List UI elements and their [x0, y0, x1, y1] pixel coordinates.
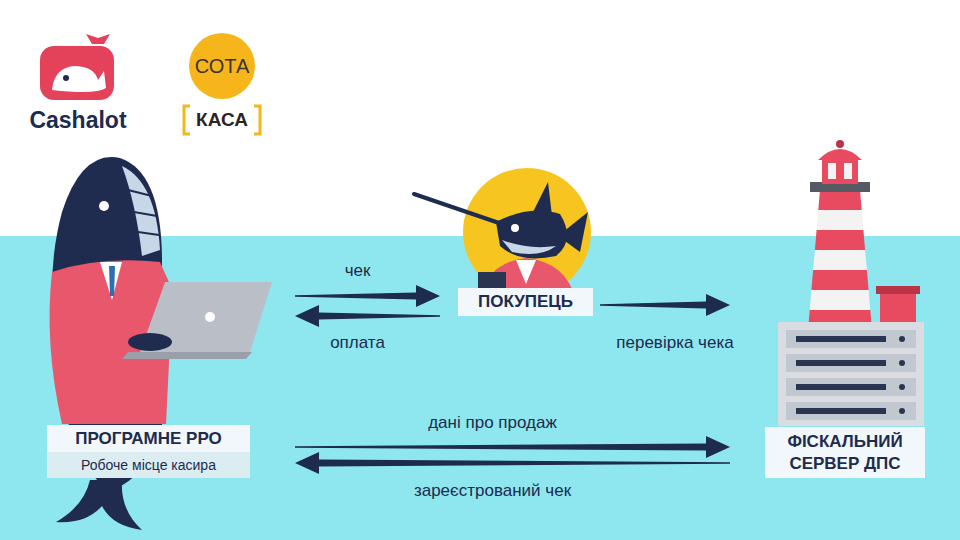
swordfish-belly: [502, 240, 556, 254]
node-heading: ПРОГРАМНЕ РРО: [47, 425, 250, 452]
edge-label: дані про продаж: [428, 413, 557, 433]
logo-bow: [86, 34, 110, 44]
edge-label: зареєстрований чек: [414, 481, 571, 501]
edge-label: перевірка чека: [616, 333, 733, 353]
edge-label: чек: [345, 261, 371, 281]
server-unit: [786, 330, 916, 348]
server-led: [899, 360, 905, 366]
whale-eye: [99, 201, 109, 211]
flow-arrow: [295, 436, 730, 458]
sea-band: [0, 236, 960, 540]
kasa-bracket: [254, 106, 260, 134]
laptop-logo: [205, 312, 215, 322]
tower-stripe: [811, 270, 868, 290]
server-node: ФІСКАЛЬНИЙ СЕРВЕР ДПС: [730, 140, 930, 480]
node-heading: ФІСКАЛЬНИЙ СЕРВЕР ДПС: [765, 427, 925, 478]
server-unit: [786, 402, 916, 420]
whale-tail: [56, 480, 142, 530]
lighthouse-roof: [818, 149, 862, 160]
whale-belly: [122, 166, 160, 256]
buyer-node: ПОКУПЕЦЬ: [440, 160, 600, 318]
brand-logo-text: СОТА: [195, 55, 249, 78]
whale-fin: [128, 333, 172, 351]
logo-whale: [52, 66, 106, 92]
wallet-logo: [40, 46, 114, 100]
kasa-bracket: [184, 106, 190, 134]
flow-arrow: [295, 452, 730, 474]
annex-roof: [876, 286, 920, 294]
whale-shirt: [100, 262, 122, 300]
tower-stripe: [818, 190, 861, 210]
flow-arrow: [600, 294, 730, 316]
swordfish-sword: [414, 194, 502, 224]
server-slot: [796, 408, 886, 414]
logo-whale-eye: [63, 75, 69, 81]
lighthouse-top: [836, 140, 844, 148]
buyer-shirt: [516, 260, 536, 284]
server-led: [899, 408, 905, 414]
server-unit: [786, 378, 916, 396]
flow-arrow: [295, 305, 440, 327]
server-led: [899, 384, 905, 390]
lantern-window: [844, 163, 852, 179]
cashier-node: ПРОГРАМНЕ РРОРобоче місце касира: [40, 150, 295, 480]
flow-arrow: [295, 285, 440, 307]
edge-label: оплата: [330, 333, 385, 353]
laptop-base: [122, 352, 252, 359]
brand-logo-text: Cashalot: [29, 107, 126, 134]
buyer-circle: [463, 168, 591, 296]
swordfish-eye: [511, 224, 519, 232]
node-subtitle: Робоче місце касира: [47, 452, 250, 478]
server-slot: [796, 336, 886, 342]
brand-logo-text: КАСА: [196, 109, 248, 131]
swordfish-head: [496, 210, 567, 258]
tower-stripe: [817, 210, 864, 230]
sota-logo-circle: [189, 33, 255, 99]
server-rack: [778, 322, 924, 426]
whale-belly-stripes: [128, 190, 159, 235]
whale-tie: [109, 266, 115, 296]
server-led: [899, 336, 905, 342]
lantern-window: [828, 163, 836, 179]
tower-stripe: [810, 290, 871, 310]
server-slot: [796, 360, 886, 366]
server-slot: [796, 384, 886, 390]
lighthouse-lantern: [822, 158, 858, 184]
node-heading: ПОКУПЕЦЬ: [458, 288, 593, 316]
tower-stripe: [815, 230, 865, 250]
tower-stripe: [813, 250, 867, 270]
server-unit: [786, 354, 916, 372]
